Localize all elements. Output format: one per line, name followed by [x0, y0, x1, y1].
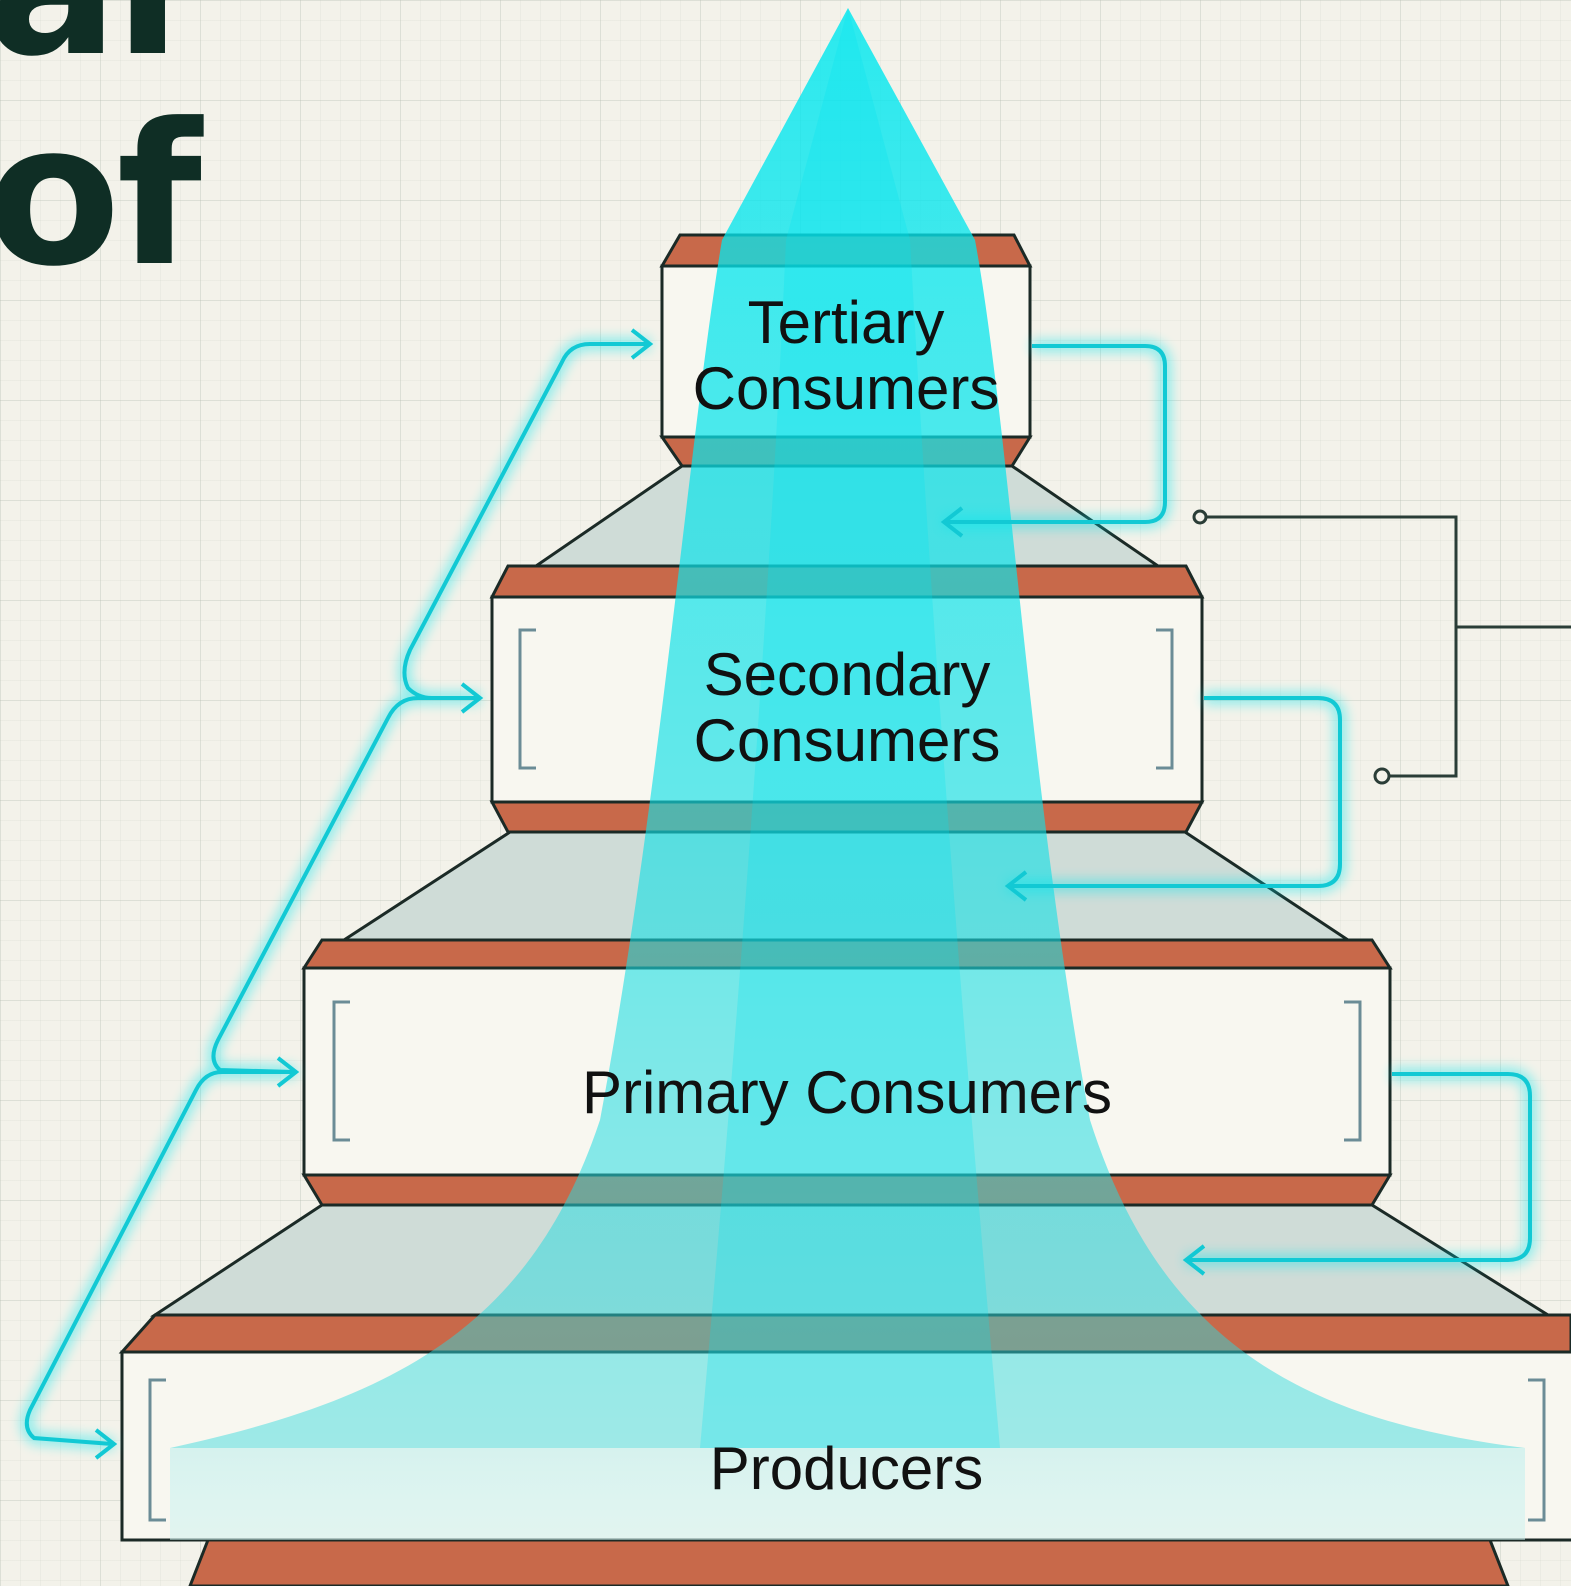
energy-flow-beam [170, 8, 1525, 1540]
return-arrow-primary [1186, 1072, 1532, 1262]
connector-node-bottom [1373, 767, 1391, 785]
arrowhead-primary [276, 1056, 300, 1088]
arrowhead-secondary [460, 682, 484, 714]
left-flow-arrows [20, 328, 654, 1460]
bracket-primary-left [332, 1000, 350, 1142]
arrow-to-primary [24, 1070, 294, 1446]
return-arrowhead-tertiary [940, 506, 964, 538]
bracket-primary-right [1344, 1000, 1362, 1142]
label-tertiary-consumers: Tertiary Consumers [692, 289, 1000, 422]
bracket-producers-left [148, 1378, 166, 1522]
connector-node-top [1192, 509, 1208, 525]
return-arrowhead-primary [1182, 1244, 1206, 1276]
bracket-producers-right [1528, 1378, 1546, 1522]
side-bracket-connector [1192, 509, 1571, 785]
return-arrow-secondary [1008, 696, 1342, 888]
title-fragment-1: ar [0, 0, 211, 84]
right-return-arrows [940, 340, 1536, 1276]
band-producers-bottom [188, 1538, 1510, 1586]
return-arrow-tertiary [944, 344, 1167, 524]
bracket-secondary-right [1156, 628, 1174, 770]
bracket-secondary-left [518, 628, 536, 770]
arrowhead-tertiary [630, 328, 654, 360]
label-secondary-consumers: Secondary Consumers [693, 641, 1001, 774]
return-arrowhead-secondary [1004, 870, 1028, 902]
label-primary-consumers: Primary Consumers [581, 1059, 1113, 1126]
arrow-to-secondary [211, 696, 478, 1074]
arrowhead-producers [94, 1428, 118, 1460]
title-fragment-2: of [0, 82, 202, 310]
label-producers: Producers [709, 1435, 984, 1502]
